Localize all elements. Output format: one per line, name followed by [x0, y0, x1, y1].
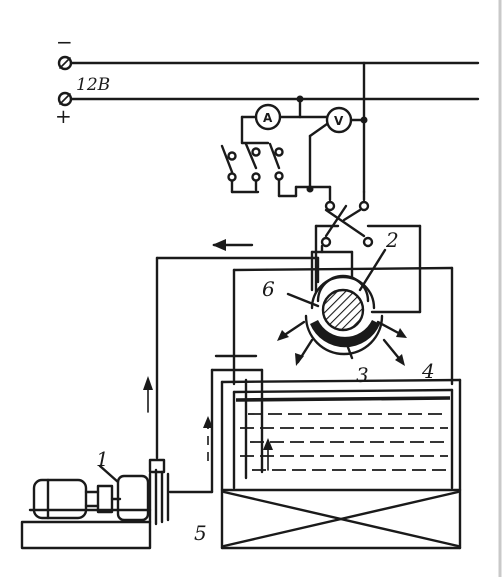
ammeter-label: A [263, 111, 273, 125]
meters: A V [240, 61, 368, 194]
voltage-label: 12В [76, 75, 110, 95]
spray-arrows [277, 320, 407, 366]
label-part-5: 5 [194, 521, 207, 545]
oil-tank [220, 378, 462, 550]
shaft [321, 288, 365, 332]
label-part-1: 1 [96, 447, 109, 471]
flow-arrow-top [212, 239, 254, 251]
voltmeter-label: V [334, 114, 344, 128]
oil-pipes [143, 256, 320, 494]
switch-block [220, 141, 332, 198]
bearing-assembly [286, 248, 387, 360]
power-bus: − 12В + [55, 30, 480, 128]
label-part-3: 3 [356, 363, 369, 387]
motor-pump [20, 458, 170, 550]
pump [116, 474, 150, 522]
plus-label: + [55, 104, 72, 128]
label-part-6: 6 [262, 277, 275, 301]
motor-base [20, 520, 152, 550]
label-part-2: 2 [385, 228, 399, 252]
reversing-switch [314, 185, 422, 314]
label-part-4: 4 [421, 359, 435, 383]
oil-surface [235, 396, 451, 402]
minus-label: − [56, 30, 73, 54]
motor [32, 478, 88, 520]
